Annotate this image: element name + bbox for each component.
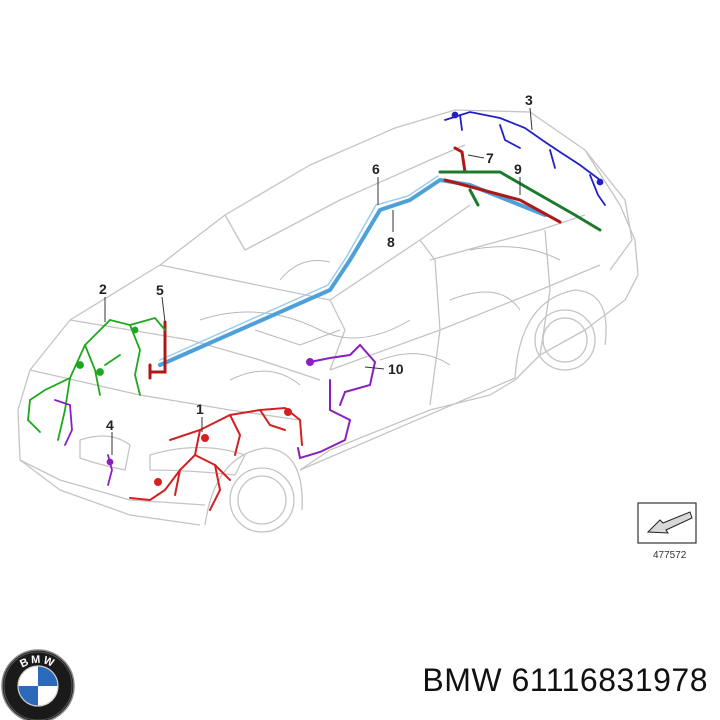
reference-code: 477572 <box>653 550 687 561</box>
callout-9: 9 <box>514 161 522 177</box>
callout-4: 4 <box>106 417 114 433</box>
car-body-outline <box>17 109 639 533</box>
harness-2 <box>27 316 166 441</box>
callout-labels: 1 2 3 4 5 6 7 8 9 10 <box>99 92 533 433</box>
harness-5 <box>148 320 167 380</box>
callout-1: 1 <box>196 401 204 417</box>
harness-6-roof-cable <box>158 175 547 367</box>
part-number-label: BMW 61116831978 <box>422 662 708 698</box>
callout-8: 8 <box>387 234 395 250</box>
harness-10 <box>297 343 377 460</box>
callout-10: 10 <box>388 361 404 377</box>
interior-detail <box>199 246 561 386</box>
reference-icon: 477572 <box>637 502 697 561</box>
callout-5: 5 <box>156 282 164 298</box>
callout-2: 2 <box>99 281 107 297</box>
harness-4 <box>54 399 114 486</box>
arrow-icon <box>646 511 693 534</box>
bmw-logo: BMW <box>1 649 75 720</box>
harness-1 <box>129 406 303 511</box>
callout-3: 3 <box>525 92 533 108</box>
harness-9 <box>438 170 602 232</box>
callout-leaders <box>104 107 533 455</box>
harness-7 <box>443 146 562 224</box>
svg-text:BMW: BMW <box>18 654 57 671</box>
harness-3 <box>444 111 606 206</box>
callout-7: 7 <box>486 150 494 166</box>
callout-6: 6 <box>372 161 380 177</box>
